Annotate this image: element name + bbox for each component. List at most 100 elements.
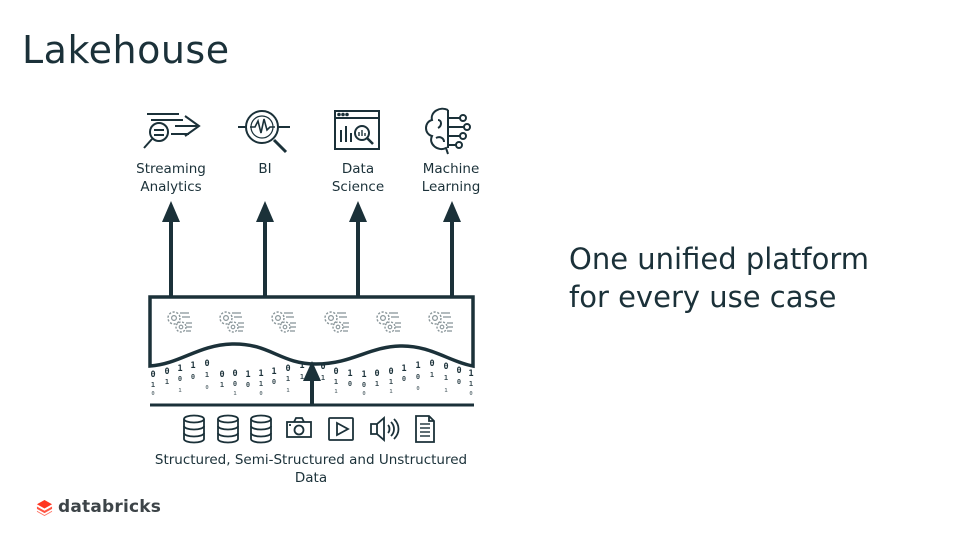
svg-text:0: 0 bbox=[416, 386, 419, 392]
data-sources-label: Structured, Semi-Structured and Unstruct… bbox=[150, 451, 472, 487]
svg-text:1: 1 bbox=[286, 375, 290, 383]
svg-text:1: 1 bbox=[321, 374, 325, 382]
svg-text:0: 0 bbox=[348, 380, 352, 388]
svg-text:0: 0 bbox=[320, 362, 325, 372]
arrow-data-science bbox=[349, 201, 367, 297]
svg-text:0: 0 bbox=[457, 378, 461, 386]
machine-learning-brain-icon bbox=[425, 107, 471, 155]
usecase-label-streaming-analytics: Streaming Analytics bbox=[116, 160, 226, 196]
ingest-arrow bbox=[303, 361, 321, 405]
svg-text:1: 1 bbox=[444, 388, 448, 394]
tagline: One unified platform for every use case bbox=[569, 240, 869, 316]
platform-box bbox=[148, 295, 475, 369]
svg-text:0: 0 bbox=[259, 391, 262, 397]
databricks-logo-icon bbox=[36, 499, 53, 516]
databricks-logo: databricks bbox=[36, 497, 161, 517]
database-icon bbox=[183, 414, 205, 444]
usecase-label-line: BI bbox=[258, 161, 272, 177]
svg-text:0: 0 bbox=[232, 369, 237, 379]
logo-wordmark: databricks bbox=[58, 497, 162, 517]
data-science-icon bbox=[334, 110, 380, 150]
svg-text:1: 1 bbox=[259, 380, 263, 388]
usecase-label-line: Machine bbox=[422, 161, 480, 177]
svg-text:1: 1 bbox=[233, 391, 237, 397]
svg-text:1: 1 bbox=[415, 361, 420, 371]
svg-text:0: 0 bbox=[150, 370, 155, 380]
svg-text:0: 0 bbox=[204, 359, 209, 369]
svg-text:1: 1 bbox=[334, 378, 338, 386]
svg-text:0: 0 bbox=[333, 367, 338, 377]
usecase-label-line: Streaming bbox=[136, 161, 206, 177]
svg-text:1: 1 bbox=[299, 361, 304, 371]
svg-text:0: 0 bbox=[402, 375, 406, 383]
svg-text:0: 0 bbox=[164, 367, 169, 377]
database-icon bbox=[217, 414, 239, 444]
data-sources-label-line: Data bbox=[294, 470, 328, 486]
svg-text:1: 1 bbox=[430, 371, 434, 379]
svg-text:1: 1 bbox=[347, 369, 352, 379]
audio-speaker-icon bbox=[370, 416, 400, 442]
usecase-label-bi: BI bbox=[210, 160, 320, 178]
svg-text:1: 1 bbox=[165, 378, 169, 386]
svg-text:1: 1 bbox=[444, 374, 448, 382]
usecase-label-data-science: Data Science bbox=[303, 160, 413, 196]
arrow-streaming-analytics bbox=[162, 201, 180, 297]
usecase-label-line: Learning bbox=[421, 179, 481, 195]
tagline-line: One unified platform bbox=[569, 242, 870, 276]
svg-text:1: 1 bbox=[258, 369, 263, 379]
svg-text:0: 0 bbox=[178, 375, 182, 383]
svg-text:1: 1 bbox=[375, 380, 379, 388]
video-play-icon bbox=[328, 417, 354, 441]
usecase-label-line: Analytics bbox=[140, 179, 202, 195]
svg-text:1: 1 bbox=[469, 380, 473, 388]
svg-text:0: 0 bbox=[416, 373, 420, 381]
svg-text:0: 0 bbox=[443, 362, 448, 372]
svg-text:0: 0 bbox=[362, 391, 365, 397]
document-icon bbox=[415, 415, 435, 443]
svg-text:1: 1 bbox=[389, 378, 393, 386]
tagline-line: for every use case bbox=[569, 280, 837, 314]
svg-text:0: 0 bbox=[429, 359, 434, 369]
arrow-machine-learning bbox=[443, 201, 461, 297]
svg-text:1: 1 bbox=[245, 370, 250, 380]
svg-text:0: 0 bbox=[246, 381, 250, 389]
usecase-label-line: Data bbox=[341, 161, 375, 177]
svg-text:0: 0 bbox=[191, 373, 195, 381]
svg-text:0: 0 bbox=[388, 367, 393, 377]
svg-text:1: 1 bbox=[361, 370, 366, 380]
arrow-bi bbox=[256, 201, 274, 297]
svg-text:0: 0 bbox=[362, 381, 366, 389]
svg-text:1: 1 bbox=[286, 388, 290, 394]
svg-text:1: 1 bbox=[389, 389, 393, 395]
svg-text:1: 1 bbox=[151, 381, 155, 389]
svg-text:0: 0 bbox=[233, 380, 237, 388]
svg-text:0: 0 bbox=[272, 378, 276, 386]
flow-arrows bbox=[162, 201, 461, 297]
svg-text:0: 0 bbox=[219, 370, 224, 380]
svg-text:1: 1 bbox=[271, 367, 276, 377]
streaming-analytics-icon bbox=[143, 113, 201, 149]
svg-text:1: 1 bbox=[178, 388, 182, 394]
svg-text:0: 0 bbox=[205, 385, 208, 391]
data-sources-label-line: Structured, Semi-Structured and Unstruct… bbox=[154, 452, 468, 468]
usecase-label-line: Science bbox=[331, 179, 385, 195]
svg-text:1: 1 bbox=[177, 364, 182, 374]
svg-text:0: 0 bbox=[374, 369, 379, 379]
slide-title: Lakehouse bbox=[22, 28, 230, 72]
svg-text:0: 0 bbox=[285, 364, 290, 374]
svg-text:1: 1 bbox=[190, 361, 195, 371]
svg-text:1: 1 bbox=[205, 371, 209, 379]
svg-text:1: 1 bbox=[468, 369, 473, 379]
svg-text:1: 1 bbox=[334, 389, 338, 395]
svg-text:1: 1 bbox=[300, 373, 304, 381]
svg-text:0: 0 bbox=[151, 391, 154, 397]
bi-magnifier-icon bbox=[238, 110, 290, 154]
usecase-label-machine-learning: Machine Learning bbox=[396, 160, 506, 196]
camera-icon bbox=[286, 417, 312, 438]
database-icon bbox=[250, 414, 272, 444]
svg-text:0: 0 bbox=[456, 366, 461, 376]
svg-text:1: 1 bbox=[401, 364, 406, 374]
svg-text:1: 1 bbox=[220, 381, 224, 389]
